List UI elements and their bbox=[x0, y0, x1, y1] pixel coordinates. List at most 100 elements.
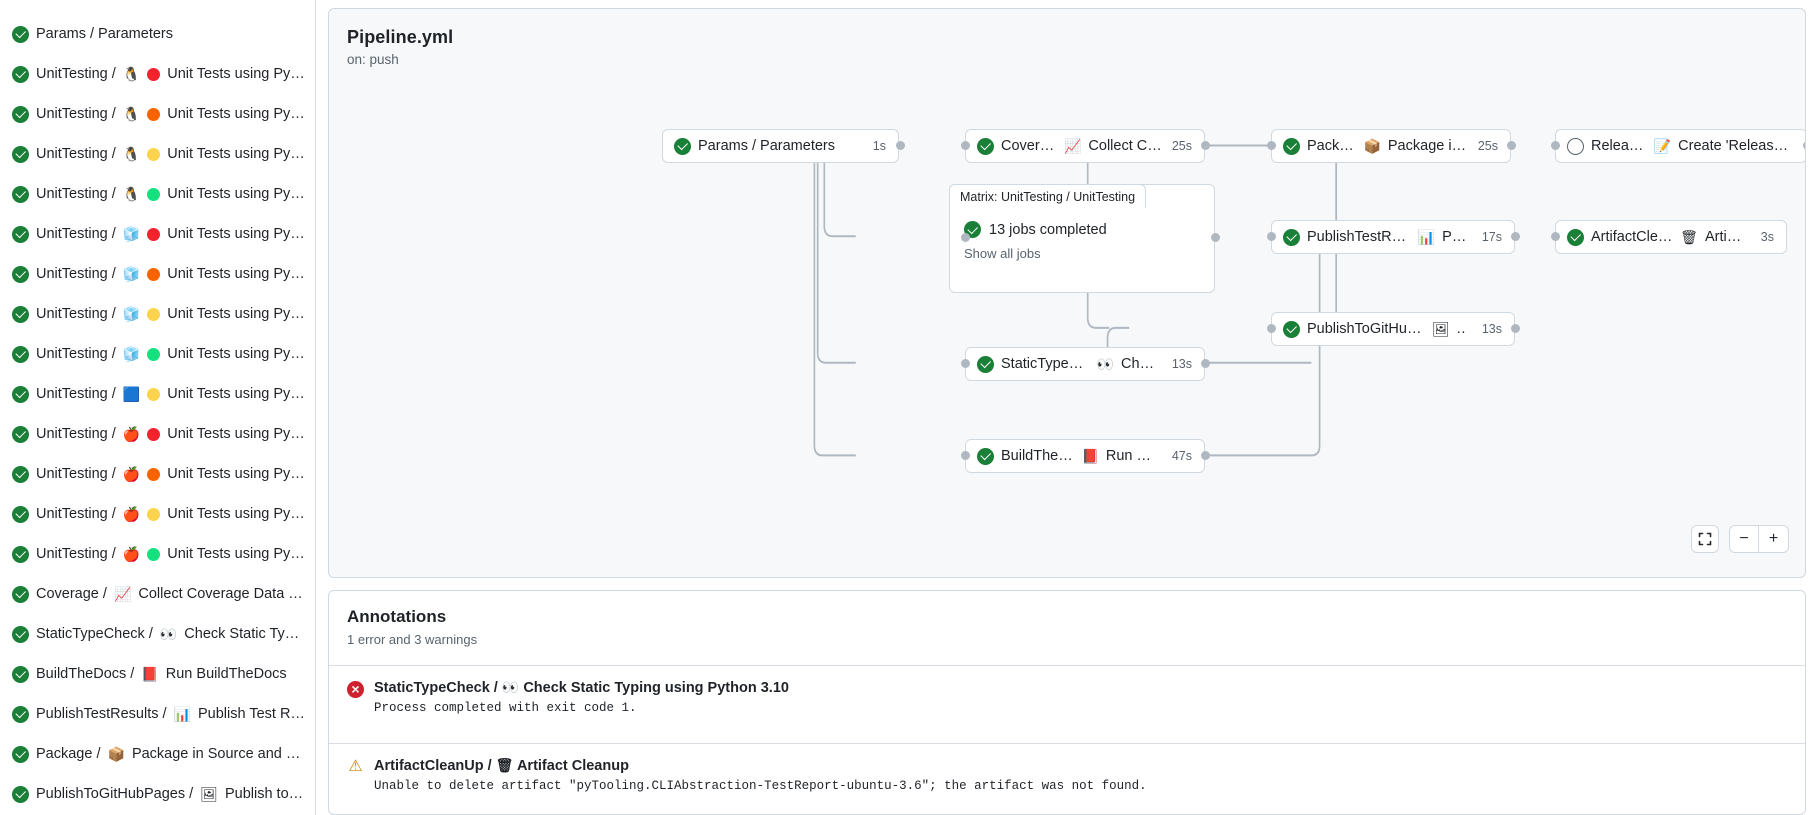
zoom-in-button[interactable]: + bbox=[1759, 525, 1789, 553]
sidebar-job-item[interactable]: UnitTesting / 🍎Unit Tests using Pyth... bbox=[0, 494, 315, 534]
status-success-icon bbox=[12, 465, 29, 483]
sidebar-job-item[interactable]: Package / 📦Package in Source and Wh... bbox=[0, 734, 315, 774]
sidebar-job-item[interactable]: StaticTypeCheck / 👀Check Static Typing..… bbox=[0, 614, 315, 654]
graph-canvas[interactable]: Params / Parameters 1s Coverage / 📈 Coll… bbox=[329, 9, 1805, 577]
sidebar-job-item[interactable]: UnitTesting / 🍎Unit Tests using Pyth... bbox=[0, 454, 315, 494]
sidebar-job-step: Unit Tests using Pyth... bbox=[167, 306, 305, 322]
status-success-icon bbox=[12, 225, 29, 243]
graph-node-static-type-check[interactable]: StaticTypeCheck / 👀 Chec... 13s bbox=[965, 347, 1205, 381]
sidebar-job-item[interactable]: PublishToGitHubPages / 🖼 Publish to G... bbox=[0, 774, 315, 814]
graph-node-publish-test-results[interactable]: PublishTestResults / 📊 Pu... 17s bbox=[1271, 220, 1515, 254]
sidebar-job-item[interactable]: Coverage / 📈Collect Coverage Data usi... bbox=[0, 574, 315, 614]
graph-node-package[interactable]: Package / 📦 Package in So... 25s bbox=[1271, 129, 1511, 163]
port-out-builddocs bbox=[1201, 451, 1210, 460]
python-version-dot-icon bbox=[147, 427, 161, 441]
sidebar-job-item[interactable]: UnitTesting / 🍎Unit Tests using Pyth... bbox=[0, 414, 315, 454]
status-success-icon bbox=[12, 545, 29, 563]
sidebar-job-item[interactable]: UnitTesting / 🐧Unit Tests using Pyth... bbox=[0, 174, 315, 214]
matrix-summary-row: 13 jobs completed bbox=[964, 221, 1200, 238]
python-version-dot-icon bbox=[147, 387, 161, 401]
status-success-icon bbox=[12, 185, 29, 203]
job-emoji-icon: 🐧 bbox=[122, 106, 141, 122]
port-in-builddocs bbox=[961, 451, 970, 460]
sidebar-job-item[interactable]: UnitTesting / 🧊Unit Tests using Pyth... bbox=[0, 214, 315, 254]
python-version-dot-icon bbox=[147, 187, 161, 201]
sidebar-job-item[interactable]: UnitTesting / 🧊Unit Tests using Pyth... bbox=[0, 334, 315, 374]
port-out-statictype bbox=[1201, 359, 1210, 368]
annotations-panel: Annotations 1 error and 3 warnings Stati… bbox=[328, 590, 1806, 815]
sidebar-job-name: UnitTesting / bbox=[36, 546, 116, 562]
graph-node-artifact-cleanup[interactable]: ArtifactCleanUp / 🗑 Artifac... 3s bbox=[1555, 220, 1787, 254]
status-success-icon bbox=[1567, 228, 1584, 246]
port-in-statictype bbox=[961, 359, 970, 368]
sidebar-job-name: StaticTypeCheck / bbox=[36, 626, 153, 642]
package-icon: 📦 bbox=[1363, 138, 1381, 154]
sidebar-job-item[interactable]: UnitTesting / 🟦Unit Tests using Pyth... bbox=[0, 374, 315, 414]
port-out-package bbox=[1507, 141, 1516, 150]
zoom-button-group: − + bbox=[1729, 525, 1789, 553]
sidebar-job-item[interactable]: UnitTesting / 🐧Unit Tests using Pyth... bbox=[0, 94, 315, 134]
sidebar-job-name: UnitTesting / bbox=[36, 306, 116, 322]
status-success-icon bbox=[12, 505, 29, 523]
python-version-dot-icon bbox=[147, 547, 161, 561]
annotation-emoji-icon: 🗑 bbox=[495, 757, 514, 773]
port-in-testresults bbox=[1267, 232, 1276, 241]
sidebar-job-item[interactable]: UnitTesting / 🧊Unit Tests using Pyth... bbox=[0, 294, 315, 334]
sidebar-job-item[interactable]: UnitTesting / 🐧Unit Tests using Pyth... bbox=[0, 134, 315, 174]
annotation-job-title: StaticTypeCheck / 👀 Check Static Typing … bbox=[374, 680, 789, 696]
sidebar-job-step: Unit Tests using Pyth... bbox=[167, 186, 305, 202]
sidebar-job-name: Params / Parameters bbox=[36, 26, 173, 42]
port-in-package bbox=[1267, 141, 1276, 150]
job-emoji-icon: 🖼 bbox=[200, 786, 218, 802]
sidebar-job-step: Unit Tests using Pyth... bbox=[167, 266, 305, 282]
sidebar-job-item[interactable]: BuildTheDocs / 📕Run BuildTheDocs bbox=[0, 654, 315, 694]
port-out-coverage bbox=[1201, 141, 1210, 150]
job-emoji-icon: 🟦 bbox=[122, 386, 141, 402]
node-duration: 47s bbox=[1171, 449, 1192, 463]
sidebar-job-item[interactable]: UnitTesting / 🐧Unit Tests using Pyth... bbox=[0, 54, 315, 94]
annotation-row[interactable]: ArtifactCleanUp / 🗑 Artifact CleanupUnab… bbox=[329, 743, 1805, 807]
node-duration: 25s bbox=[1171, 139, 1192, 153]
graph-node-params[interactable]: Params / Parameters 1s bbox=[662, 129, 899, 163]
sidebar-job-name: PublishTestResults / bbox=[36, 706, 167, 722]
matrix-group-unittesting[interactable]: Matrix: UnitTesting / UnitTesting 13 job… bbox=[949, 184, 1215, 293]
node-label: ArtifactCleanUp / bbox=[1591, 229, 1674, 245]
status-success-icon bbox=[12, 65, 29, 83]
graph-node-build-the-docs[interactable]: BuildTheDocs / 📕 Run Buil... 47s bbox=[965, 439, 1205, 473]
job-emoji-icon: 🐧 bbox=[122, 146, 141, 162]
graph-node-release[interactable]: Release / 📝 Create 'Release P... bbox=[1555, 129, 1805, 163]
zoom-out-button[interactable]: − bbox=[1729, 525, 1759, 553]
fit-to-screen-button[interactable] bbox=[1691, 525, 1719, 553]
show-all-jobs-link[interactable]: Show all jobs bbox=[964, 246, 1041, 261]
graph-node-publish-to-github-pages[interactable]: PublishToGitHubPages / 🖼 ... 13s bbox=[1271, 312, 1515, 346]
node-label-2: Chec... bbox=[1121, 356, 1156, 372]
job-emoji-icon: 🍎 bbox=[122, 506, 141, 522]
status-pending-icon bbox=[1567, 137, 1584, 155]
graph-node-coverage[interactable]: Coverage / 📈 Collect Cove... 25s bbox=[965, 129, 1205, 163]
sidebar-job-step: Publish to G... bbox=[224, 786, 305, 802]
plus-icon: + bbox=[1768, 530, 1779, 547]
sidebar-job-item[interactable]: UnitTesting / 🧊Unit Tests using Pyth... bbox=[0, 254, 315, 294]
job-emoji-icon: 🍎 bbox=[122, 546, 141, 562]
sidebar-job-name: PublishToGitHubPages / bbox=[36, 786, 194, 802]
annotation-job-name: StaticTypeCheck / bbox=[374, 680, 502, 696]
job-emoji-icon: 📕 bbox=[141, 666, 159, 682]
sidebar-job-item[interactable]: UnitTesting / 🍎Unit Tests using Pyth... bbox=[0, 534, 315, 574]
graph-header: Pipeline.yml on: push bbox=[329, 9, 1805, 67]
sidebar-job-item[interactable]: PublishTestResults / 📊Publish Test Resu.… bbox=[0, 694, 315, 734]
status-warning-icon bbox=[347, 756, 364, 777]
job-emoji-icon: 🍎 bbox=[122, 426, 141, 442]
annotations-header: Annotations 1 error and 3 warnings bbox=[329, 591, 1805, 647]
node-duration: 17s bbox=[1481, 230, 1502, 244]
status-success-icon bbox=[12, 585, 29, 603]
status-success-icon bbox=[12, 265, 29, 283]
annotation-row[interactable]: StaticTypeCheck / 👀 Check Static Typing … bbox=[329, 665, 1805, 729]
sidebar-job-item[interactable]: Params / Parameters bbox=[0, 14, 315, 54]
python-version-dot-icon bbox=[147, 467, 161, 481]
sidebar-job-step: Unit Tests using Pyth... bbox=[167, 466, 305, 482]
status-success-icon bbox=[977, 355, 994, 373]
eyes-icon: 👀 bbox=[1096, 356, 1115, 372]
status-success-icon bbox=[12, 385, 29, 403]
sidebar-job-name: UnitTesting / bbox=[36, 106, 116, 122]
